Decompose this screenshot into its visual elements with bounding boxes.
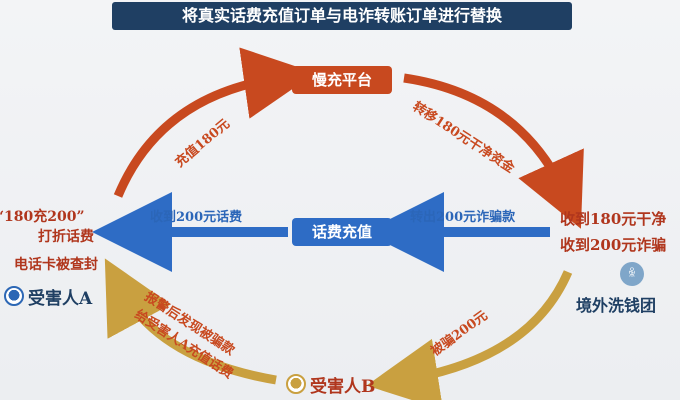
node-launder-group: 境外洗钱团 [576, 296, 657, 315]
node-victim-b: 受害人B [310, 377, 376, 397]
node-phone-recharge: 话费充值 [292, 218, 392, 246]
victim-a-discount: 打折话费 [38, 229, 94, 245]
person-icon [286, 374, 306, 394]
right-receive-180: 收到180元干净 [560, 210, 667, 228]
person-icon [4, 286, 24, 306]
group-icon: ꆜ [620, 262, 644, 286]
label-transfer-out-200: 转出200元诈骗款 [410, 210, 516, 225]
right-receive-200: 收到200元诈骗 [560, 236, 667, 254]
phone-card-sealed: 电话卡被查封 [14, 257, 98, 273]
node-victim-a: 受害人A [28, 289, 93, 309]
arrow-report-recharge [104, 258, 277, 385]
node-slow-platform: 慢充平台 [292, 66, 392, 94]
arrow-recharge-180 [113, 47, 316, 198]
arrow-transfer-180 [403, 73, 584, 229]
label-receive-200-phone: 收到200元话费 [150, 210, 243, 225]
arrow-defrauded-200 [366, 270, 573, 400]
victim-a-ad: “180充200” [0, 209, 85, 225]
page-title: 将真实话费充值订单与电诈转账订单进行替换 [112, 2, 572, 30]
